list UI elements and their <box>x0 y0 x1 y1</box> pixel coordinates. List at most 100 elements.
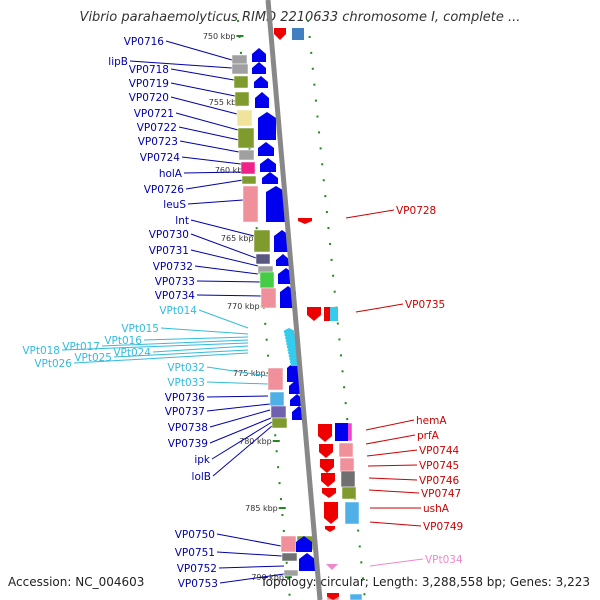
cog-block <box>233 75 249 89</box>
label-connector <box>143 336 249 341</box>
trna-arrow <box>285 334 296 339</box>
label-connector <box>218 565 285 569</box>
tick-label: 780 kbp <box>239 437 272 446</box>
gene-label-vp0737: VP0737 <box>165 406 205 418</box>
gene-label-vp0728: VP0728 <box>396 205 436 217</box>
gene-label-vp0724: VP0724 <box>140 152 181 164</box>
reverse-gene-arrow <box>318 424 332 442</box>
gene-label-vp0730: VP0730 <box>149 229 189 241</box>
forward-gene-arrow <box>299 553 315 571</box>
gene-label-vp0733: VP0733 <box>155 276 195 288</box>
reverse-gene-arrow <box>327 593 339 600</box>
label-connector <box>365 434 416 445</box>
gene-label-vp0720: VP0720 <box>129 92 169 104</box>
gene-label-vp0721: VP0721 <box>134 108 174 120</box>
label-connector <box>345 209 395 219</box>
gene-label-vp0749: VP0749 <box>423 521 463 533</box>
gene-label-vp0752: VP0752 <box>177 563 217 575</box>
label-connector <box>216 551 283 557</box>
gene-label-vpt025: VPt025 <box>74 352 112 364</box>
label-connector <box>183 171 243 174</box>
gene-label-prfa: prfA <box>417 430 440 442</box>
label-connector <box>209 417 272 444</box>
label-connector <box>170 68 235 81</box>
label-connector <box>196 280 261 283</box>
label-connector <box>190 249 259 267</box>
reverse-gene-arrow <box>307 307 321 321</box>
gene-label-vp0722: VP0722 <box>137 122 177 134</box>
gene-label-vp0753: VP0753 <box>178 578 218 590</box>
forward-gene-arrow <box>258 112 276 140</box>
label-connector <box>206 403 271 412</box>
label-connector <box>160 327 249 335</box>
trna-arrow <box>286 340 297 345</box>
reverse-gene-arrow <box>324 502 338 524</box>
cog-block <box>241 175 257 185</box>
forward-gene-arrow <box>260 158 276 172</box>
forward-gene-arrow <box>276 254 290 266</box>
label-connector <box>190 233 257 259</box>
trna-arrow <box>284 331 295 336</box>
cog-block <box>237 127 255 149</box>
label-connector <box>165 40 233 61</box>
accession-text: Accession: NC_004603 <box>8 575 145 589</box>
cog-block <box>281 552 298 562</box>
tick-label: 765 kbp <box>221 234 254 243</box>
label-connector <box>216 533 282 547</box>
label-connector <box>219 573 285 584</box>
gene-label-vp0718: VP0718 <box>129 64 169 76</box>
cog-block <box>283 569 299 577</box>
reverse-gene-arrow <box>274 28 286 40</box>
label-connector <box>129 60 233 69</box>
label-connectors <box>61 40 424 584</box>
cog-block <box>341 486 357 500</box>
reverse-gene-arrow <box>325 526 335 532</box>
gene-label-ipk: ipk <box>194 454 211 466</box>
cog-block <box>234 91 250 107</box>
cog-block <box>253 229 271 253</box>
cog-block <box>280 535 297 553</box>
gene-label-vpt018: VPt018 <box>22 345 60 357</box>
reverse-gene-arrow <box>322 488 336 498</box>
cog-block <box>340 470 356 488</box>
forward-gene-arrow <box>254 76 268 88</box>
forward-gene-arrow <box>262 172 278 184</box>
gene-label-hola: holA <box>159 168 183 180</box>
label-connector <box>198 309 249 329</box>
outer-ruler <box>307 19 366 600</box>
label-connector <box>61 342 249 351</box>
pink-gene-arrow <box>326 564 338 570</box>
gene-label-vp0723: VP0723 <box>138 136 178 148</box>
gene-label-vp0736: VP0736 <box>165 392 206 404</box>
gene-labels: VP0716lipBVP0718VP0719VP0720VP0721VP0722… <box>22 36 463 590</box>
label-connector <box>211 421 273 460</box>
gene-label-vp0745: VP0745 <box>419 460 459 472</box>
cog-block <box>267 367 284 391</box>
label-connector <box>194 265 259 275</box>
tick-label: 785 kbp <box>245 504 278 513</box>
label-connector <box>113 349 249 358</box>
cog-block <box>231 54 248 65</box>
gene-label-vpt026: VPt026 <box>34 358 72 370</box>
label-connector <box>209 409 271 428</box>
cog-block <box>271 417 288 429</box>
chromosome-backbone <box>265 0 323 600</box>
gene-label-leus: leuS <box>163 199 186 211</box>
gene-label-vpt024: VPt024 <box>113 347 151 359</box>
gene-label-vp0739: VP0739 <box>168 438 208 450</box>
cog-block <box>236 109 253 127</box>
gene-label-vp0746: VP0746 <box>419 475 460 487</box>
gene-label-vpt014: VPt014 <box>159 305 197 317</box>
forward-gene-arrow <box>296 536 312 552</box>
gene-label-vp0747: VP0747 <box>421 488 461 500</box>
forward-gene-arrow <box>266 186 286 222</box>
cog-block <box>269 391 285 407</box>
label-connector <box>365 419 415 431</box>
reverse-gene-arrow <box>298 218 312 224</box>
gene-label-lolb: lolB <box>192 471 211 483</box>
label-connector <box>187 199 244 205</box>
forward-gene-arrow <box>252 62 266 74</box>
gene-label-lnt: lnt <box>175 215 189 227</box>
cog-block <box>242 185 259 223</box>
